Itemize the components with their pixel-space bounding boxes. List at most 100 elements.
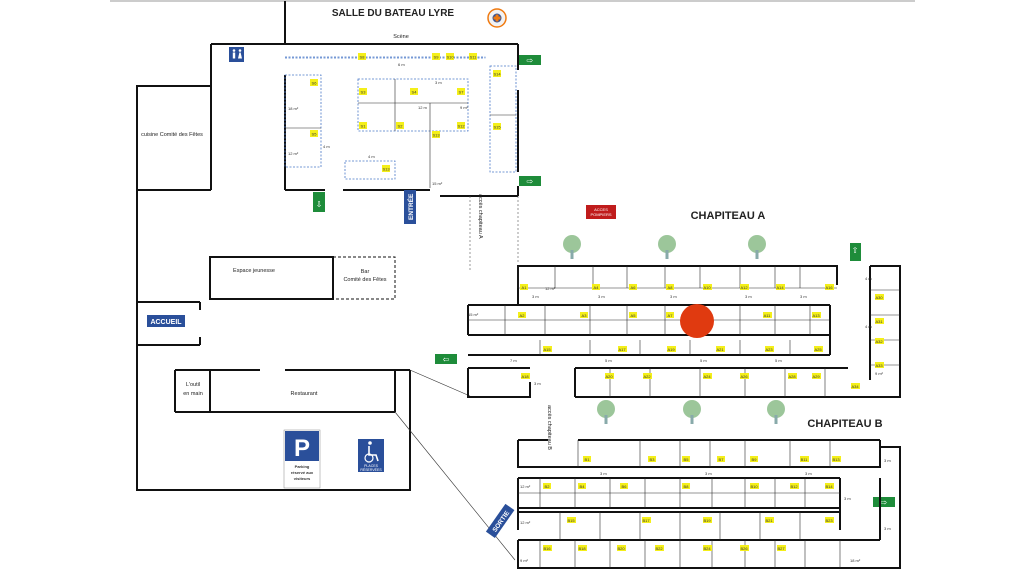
svg-text:A13: A13 <box>812 313 820 318</box>
tent-b-stalls <box>518 440 841 568</box>
svg-text:A8: A8 <box>668 285 674 290</box>
wheelchair-icon <box>364 441 379 463</box>
svg-text:4 m: 4 m <box>865 276 872 281</box>
svg-text:A12: A12 <box>740 285 748 290</box>
tool-label: L'outil <box>186 382 200 388</box>
svg-text:B5: B5 <box>684 457 690 462</box>
svg-text:3 m: 3 m <box>884 526 891 531</box>
svg-text:ACCUEIL: ACCUEIL <box>150 319 182 326</box>
svg-text:S15: S15 <box>493 125 501 130</box>
svg-text:A2: A2 <box>520 313 526 318</box>
svg-text:A3: A3 <box>582 313 588 318</box>
svg-text:4 m: 4 m <box>323 144 330 149</box>
svg-text:B12: B12 <box>790 484 798 489</box>
svg-text:5 m: 5 m <box>605 358 612 363</box>
svg-text:A23: A23 <box>765 347 773 352</box>
svg-text:S10: S10 <box>446 55 454 60</box>
reception-sign[interactable]: ACCUEIL <box>147 315 185 327</box>
kitchen-label: cuisine Comité des Fêtes <box>141 132 203 138</box>
svg-text:A1: A1 <box>522 285 528 290</box>
svg-text:B24: B24 <box>703 546 711 551</box>
svg-text:7 m: 7 m <box>510 358 517 363</box>
svg-text:A14: A14 <box>776 285 784 290</box>
exit-sortie-sign[interactable]: SORTIE <box>485 503 515 538</box>
svg-text:A33: A33 <box>875 363 883 368</box>
svg-text:S13: S13 <box>382 167 390 172</box>
svg-text:6 m: 6 m <box>398 62 405 67</box>
svg-text:18 m²: 18 m² <box>850 558 861 563</box>
svg-text:A18: A18 <box>521 374 529 379</box>
svg-text:A22: A22 <box>643 374 651 379</box>
svg-text:S3: S3 <box>361 90 367 95</box>
toilets-icon <box>229 47 244 62</box>
svg-text:⇧: ⇧ <box>852 246 859 255</box>
svg-text:12 m²: 12 m² <box>520 484 531 489</box>
svg-text:S2: S2 <box>398 124 404 129</box>
svg-text:B11: B11 <box>801 457 809 462</box>
svg-text:3 m: 3 m <box>800 294 807 299</box>
svg-text:3 m: 3 m <box>805 471 812 476</box>
svg-text:B18: B18 <box>578 546 586 551</box>
tent-b-walls <box>517 439 901 569</box>
svg-text:3 m: 3 m <box>705 471 712 476</box>
bar-label: Bar <box>361 269 370 275</box>
svg-text:9 m²: 9 m² <box>875 371 884 376</box>
svg-text:⇨: ⇨ <box>527 56 534 65</box>
svg-text:B1: B1 <box>585 457 591 462</box>
svg-text:A17: A17 <box>618 347 626 352</box>
svg-text:9 m²: 9 m² <box>520 558 529 563</box>
fire-access-sign: ACCES POMPIERS <box>586 205 616 219</box>
svg-text:S9: S9 <box>434 55 440 60</box>
svg-text:3 m: 3 m <box>884 458 891 463</box>
svg-text:B22: B22 <box>655 546 663 551</box>
restaurant-label: Restaurant <box>291 391 318 397</box>
svg-text:B13: B13 <box>832 457 840 462</box>
corridor-a-label: accès chapiteau A <box>477 194 483 239</box>
tree-icon <box>563 235 785 424</box>
svg-text:4 m: 4 m <box>368 154 375 159</box>
svg-text:POMPIERS: POMPIERS <box>590 212 611 217</box>
svg-text:B20: B20 <box>617 546 625 551</box>
svg-text:3 m: 3 m <box>435 80 442 85</box>
accessible-parking-sign: PLACES RÉSERVÉES <box>358 439 384 472</box>
entrance-sign[interactable]: ENTRÉE <box>404 190 416 224</box>
svg-text:3 m: 3 m <box>534 381 541 386</box>
svg-text:15 m²: 15 m² <box>468 312 479 317</box>
svg-text:S5: S5 <box>312 132 318 137</box>
svg-text:S8: S8 <box>360 55 366 60</box>
svg-text:B14: B14 <box>825 484 833 489</box>
svg-text:3 m: 3 m <box>600 471 607 476</box>
svg-text:B3: B3 <box>650 457 656 462</box>
svg-text:A29: A29 <box>812 374 820 379</box>
svg-text:A19: A19 <box>667 347 675 352</box>
svg-text:B4: B4 <box>580 484 586 489</box>
svg-text:12 m²: 12 m² <box>288 151 299 156</box>
tool-sublabel: en main <box>183 391 203 397</box>
svg-text:3 m: 3 m <box>844 496 851 501</box>
svg-text:S14: S14 <box>493 72 501 77</box>
svg-text:RÉSERVÉES: RÉSERVÉES <box>360 467 382 472</box>
parking-sign: P Parking réservé aux visiteurs <box>283 429 321 489</box>
svg-text:A34: A34 <box>851 384 859 389</box>
svg-text:⇦: ⇦ <box>443 355 450 364</box>
svg-text:⇨: ⇨ <box>881 498 888 507</box>
corridor-b-label: accès chapiteau B <box>546 405 552 450</box>
svg-text:A30: A30 <box>875 295 883 300</box>
svg-text:S6: S6 <box>312 81 318 86</box>
svg-text:A32: A32 <box>875 339 883 344</box>
svg-text:A10: A10 <box>703 285 711 290</box>
svg-text:B2: B2 <box>545 484 551 489</box>
building-walls <box>136 1 519 491</box>
svg-text:A28: A28 <box>788 374 796 379</box>
svg-text:B16: B16 <box>543 546 551 551</box>
svg-text:A11: A11 <box>764 313 772 318</box>
page-title: SALLE DU BATEAU LYRE <box>332 8 455 19</box>
svg-text:ENTRÉE: ENTRÉE <box>406 193 415 220</box>
svg-text:S12: S12 <box>457 124 465 129</box>
svg-text:⇨: ⇨ <box>527 177 534 186</box>
svg-text:A15: A15 <box>543 347 551 352</box>
svg-text:A16: A16 <box>825 285 833 290</box>
svg-text:A26: A26 <box>740 374 748 379</box>
svg-text:18 m²: 18 m² <box>288 106 299 111</box>
